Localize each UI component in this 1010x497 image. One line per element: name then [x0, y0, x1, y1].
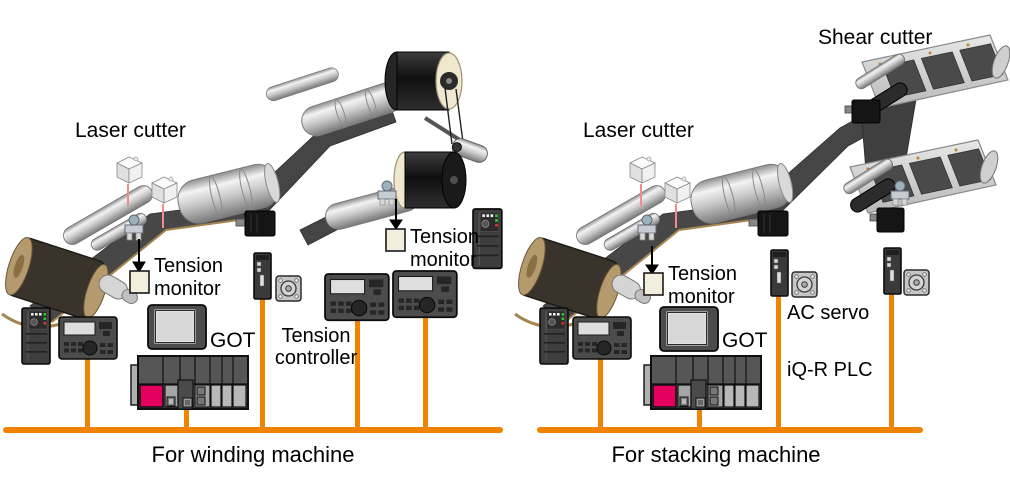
winder-drum-top — [384, 51, 463, 111]
winding-machine-illustration — [0, 51, 488, 329]
stack-motor-2 — [869, 207, 905, 233]
winder-section — [244, 51, 488, 246]
press-bar-top — [855, 53, 906, 90]
drop-cable — [889, 292, 894, 431]
tension-monitor-sensor-stacking — [643, 272, 664, 296]
inverter-stacking — [539, 307, 569, 365]
drop-cable — [697, 407, 702, 431]
tension-monitor-sensor-winding-1 — [129, 270, 150, 294]
drop-cable — [598, 357, 603, 431]
tension-monitor-label-stacking: Tension monitor — [668, 263, 737, 308]
laser-cutter-label-winding: Laser cutter — [75, 119, 186, 142]
stack-motor-1 — [844, 99, 881, 124]
winder-belt-drive — [423, 87, 488, 163]
inverter-winding-1 — [21, 307, 51, 365]
got-label-stacking: GOT — [722, 329, 768, 352]
laser-cutter-label-stacking: Laser cutter — [583, 119, 694, 142]
servo-motor-stacking-1 — [791, 271, 818, 298]
arrow-head — [132, 261, 146, 273]
tension-monitor-label-winding-2: Tension monitor — [410, 226, 479, 271]
tension-controller-winding-2 — [324, 273, 390, 322]
fieldbus-winding — [3, 427, 503, 433]
conveyor-end-roller — [991, 45, 1010, 79]
pointer-arrows — [132, 199, 659, 275]
got-stacking — [659, 306, 719, 352]
tension-monitor-label-winding-1: Tension monitor — [154, 255, 223, 300]
stacked-sheet — [908, 156, 953, 195]
servo-amp-winding — [253, 252, 272, 300]
tension-monitor-sensor-winding-2 — [385, 228, 406, 252]
ac-servo-label: AC servo — [787, 302, 870, 324]
drop-cable — [260, 297, 265, 431]
stacking-machine-illustration — [511, 34, 1010, 329]
network-wiring — [3, 292, 923, 433]
winder-drum-bottom — [393, 151, 467, 209]
caption-stacking: For stacking machine — [611, 442, 821, 467]
tension-controller-label: Tension controller — [274, 325, 358, 369]
stacker-section — [757, 34, 1010, 233]
got-winding — [147, 304, 207, 350]
servo-amp-stacking-2 — [883, 247, 902, 295]
servo-motor-stacking-2 — [903, 269, 930, 296]
servo-amp-stacking-1 — [770, 249, 789, 297]
tension-controller-winding-1 — [58, 316, 118, 360]
arrow-head — [645, 264, 659, 275]
upper-roller-small — [265, 67, 339, 102]
caption-winding: For winding machine — [151, 442, 355, 467]
drop-cable — [776, 294, 781, 431]
drop-cable — [85, 357, 90, 431]
iqr-plc-label: iQ-R PLC — [787, 359, 873, 381]
plc-stacking — [643, 355, 762, 410]
shear-feed-roller-bottom — [850, 178, 896, 213]
stacked-sheet — [920, 51, 965, 90]
tension-controller-stacking — [572, 316, 632, 360]
drop-cable — [184, 407, 189, 431]
drop-cable — [423, 317, 428, 431]
arrow-head — [389, 219, 403, 230]
plc-winding — [130, 355, 249, 410]
got-label-winding: GOT — [210, 329, 256, 352]
fieldbus-stacking — [537, 427, 923, 433]
press-bar-bottom — [843, 158, 894, 195]
conveyor-end-roller — [979, 150, 999, 184]
servo-motor-winding — [275, 275, 302, 302]
shear-cutter-label: Shear cutter — [818, 26, 933, 49]
tension-controller-winding-3 — [392, 270, 458, 319]
drop-cable — [355, 319, 360, 431]
